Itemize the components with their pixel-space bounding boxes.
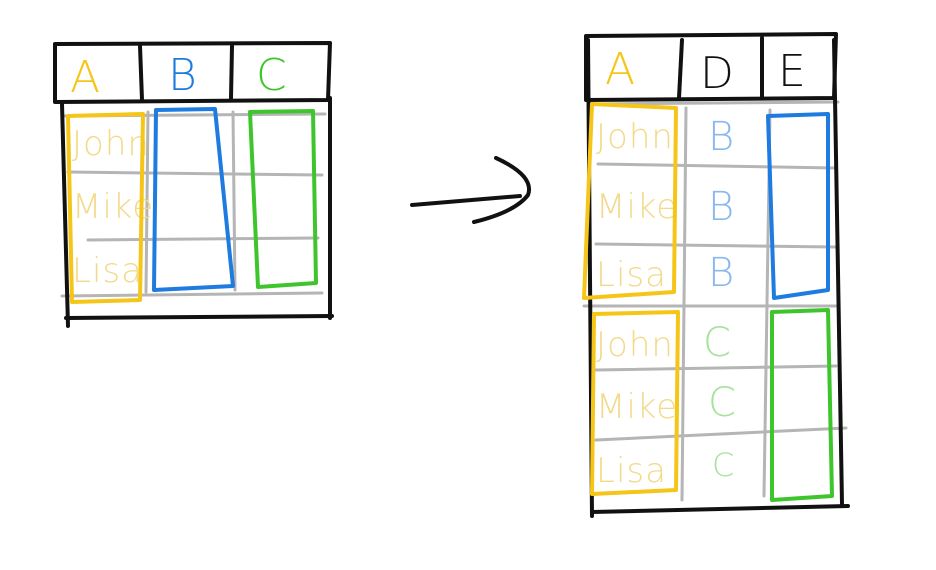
right-d-bottom-1: C [703,320,731,366]
left-table-border [53,41,334,328]
right-d-bottom-2: C [708,380,736,426]
arrow-head [472,156,532,224]
left-name-1: John [72,124,150,164]
right-name-top-1: John [596,117,674,157]
right-name-bottom-3: Lisa [596,451,667,491]
left-highlight-a [66,112,145,304]
right-highlight-a-bottom [590,310,680,496]
left-header-a: A [70,52,100,103]
left-header-c: C [256,50,287,101]
right-table: A D E John Mike Lisa John Mike Lisa B B … [582,32,850,518]
right-name-bottom-1: John [596,325,674,365]
left-highlight-b [152,107,235,292]
right-d-top-2: B [708,184,734,230]
left-highlight-c [248,109,318,289]
right-d-bottom-3: C [712,446,734,484]
right-header-e: E [778,46,806,97]
right-header-d: D [700,48,734,99]
left-grid-lines [60,110,327,298]
left-header-b: B [168,50,197,101]
right-name-bottom-2: Mike [596,387,678,427]
left-name-3: Lisa [72,251,143,291]
right-d-top-1: B [708,114,734,160]
right-highlight-e-bottom [770,308,834,502]
right-highlight-a-top [582,102,678,300]
right-d-top-3: B [708,250,734,296]
right-name-top-2: Mike [596,187,678,227]
right-highlight-e-top [766,112,830,300]
right-name-top-3: Lisa [596,255,667,295]
right-grid-lines [582,100,848,502]
arrow-shaft [410,194,522,207]
left-table: A B C John Mike Lisa [53,41,334,328]
right-header-a: A [605,44,635,95]
arrow [410,156,532,224]
